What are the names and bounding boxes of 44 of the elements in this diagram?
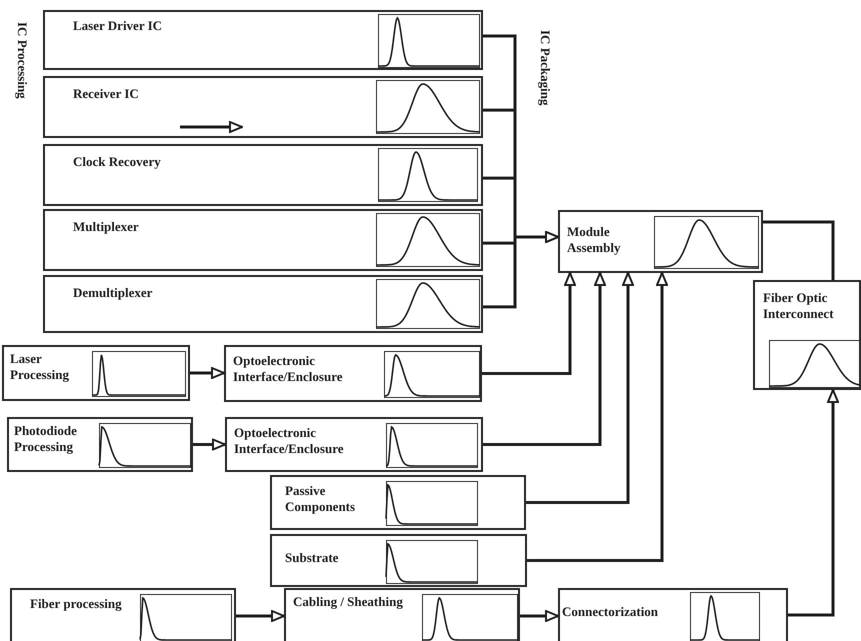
connector-arrow xyxy=(788,389,839,616)
process-label: Multiplexer xyxy=(73,219,140,235)
process-label: Substrate xyxy=(285,550,340,566)
process-box xyxy=(43,144,483,206)
process-label: Optoelectronic Interface/Enclosure xyxy=(234,425,345,457)
process-label: Cabling / Sheathing xyxy=(293,594,404,610)
process-label: Connectorization xyxy=(562,604,660,620)
section-label: IC Packaging xyxy=(537,30,553,106)
process-label: Fiber processing xyxy=(30,596,123,612)
process-label: Demultiplexer xyxy=(73,285,154,301)
connector-arrow xyxy=(527,272,668,562)
process-label: Passive Components xyxy=(285,483,356,515)
process-box xyxy=(270,534,527,587)
process-box xyxy=(2,345,190,401)
process-box xyxy=(43,275,483,333)
connector-arrow xyxy=(520,610,559,622)
process-box xyxy=(270,475,526,530)
process-label: Photodiode Processing xyxy=(14,423,78,455)
process-label: Fiber Optic Interconnect xyxy=(763,290,835,322)
connector-arrow xyxy=(236,610,285,622)
process-label: Laser Processing xyxy=(10,351,70,383)
process-box xyxy=(753,280,861,390)
section-label: IC Processing xyxy=(14,22,30,99)
connector-arrow xyxy=(482,272,576,375)
connector-arrow xyxy=(193,438,226,450)
process-label: Clock Recovery xyxy=(73,154,162,170)
process-label: Module Assembly xyxy=(567,224,622,256)
process-box xyxy=(43,209,483,271)
process-label: Laser Driver IC xyxy=(73,18,164,34)
connector-arrow xyxy=(483,272,606,446)
process-box xyxy=(7,417,193,472)
process-box xyxy=(43,76,483,138)
process-label: Optoelectronic Interface/Enclosure xyxy=(233,353,344,385)
process-box xyxy=(43,10,483,70)
process-box xyxy=(10,588,236,641)
process-box xyxy=(224,345,482,402)
process-label: Receiver IC xyxy=(73,86,140,102)
connector-arrow xyxy=(190,367,225,379)
process-box xyxy=(284,588,520,641)
process-box xyxy=(558,210,763,273)
process-box xyxy=(558,588,788,641)
process-box xyxy=(225,417,483,472)
connector-arrow xyxy=(483,231,559,308)
connector-arrow xyxy=(526,272,634,504)
